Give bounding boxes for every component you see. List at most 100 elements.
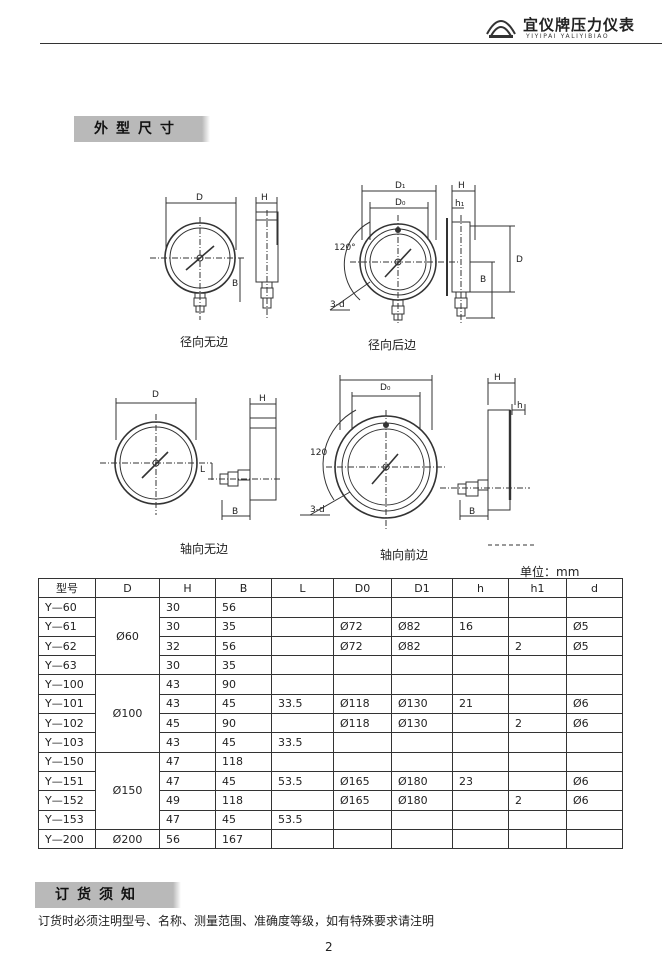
table-cell — [271, 828, 334, 850]
table-cell — [566, 751, 623, 772]
header-cell: d — [566, 577, 623, 599]
table-cell — [508, 828, 567, 850]
table-cell — [391, 732, 453, 753]
table-cell — [452, 751, 509, 772]
caption-radial-no-flange: 径向无边 — [180, 335, 229, 349]
table-cell: Ø180 — [391, 770, 453, 792]
brand-logo — [486, 20, 516, 38]
caption-axial-front-flange: 轴向前边 — [380, 548, 429, 562]
fig4-label-h: h — [517, 401, 523, 411]
table-cell: Ø6 — [566, 713, 623, 734]
fig2-label-holes: 3-d — [330, 300, 345, 310]
table-cell — [566, 828, 623, 850]
table-cell-model: Y—60 — [38, 597, 96, 618]
table-cell — [333, 674, 392, 695]
table-cell — [452, 732, 509, 753]
brand-name: 宜仪牌压力仪表 — [523, 16, 636, 34]
figure-axial-no-flange — [100, 398, 280, 520]
table-cell: 2 — [508, 790, 567, 811]
table-cell: 53.5 — [271, 809, 334, 830]
table-header-row: 型号 D H B L D0 D1 h h1 d — [38, 577, 623, 599]
table-cell — [508, 597, 567, 618]
table-cell — [508, 770, 567, 792]
table-cell-model: Y—150 — [38, 751, 96, 772]
table-cell: 56 — [215, 635, 272, 657]
table-cell: 30 — [159, 597, 216, 618]
section-title-order: 订货须知 — [35, 882, 181, 908]
table-cell — [508, 809, 567, 830]
header-cell: 型号 — [38, 577, 96, 599]
table-cell-model: Y—153 — [38, 809, 96, 830]
fig2-label-D: D — [516, 255, 523, 265]
fig2-label-D0: D₀ — [395, 198, 406, 208]
table-cell — [566, 597, 623, 618]
dimension-drawings: D H B D₁ D₀ H h₁ 120° 3-d B D D H L B D₀… — [100, 181, 535, 546]
table-cell: Ø165 — [333, 790, 392, 811]
table-cell-diameter: Ø200 — [95, 828, 160, 850]
table-cell: 45 — [215, 732, 272, 753]
table-cell — [271, 616, 334, 637]
table-cell — [566, 732, 623, 753]
table-cell — [452, 655, 509, 676]
table-cell-model: Y—61 — [38, 616, 96, 637]
caption-radial-back-flange: 径向后边 — [368, 338, 417, 352]
table-cell — [391, 597, 453, 618]
fig4-label-D0: D₀ — [380, 383, 391, 393]
table-cell: 30 — [159, 616, 216, 637]
table-cell — [508, 655, 567, 676]
table-cell: 47 — [159, 809, 216, 830]
table-cell-diameter: Ø60 — [95, 597, 160, 676]
table-cell: 33.5 — [271, 732, 334, 753]
header-rule — [40, 43, 662, 44]
table-cell — [391, 655, 453, 676]
table-cell — [452, 828, 509, 850]
header-cell: D — [95, 577, 160, 599]
table-cell-model: Y—101 — [38, 693, 96, 715]
table-cell-model: Y—63 — [38, 655, 96, 676]
fig2-label-angle: 120° — [334, 243, 356, 253]
table-cell: 47 — [159, 751, 216, 772]
page-number: 2 — [325, 940, 333, 954]
table-cell: 118 — [215, 790, 272, 811]
table-cell — [508, 732, 567, 753]
fig2-label-D1: D₁ — [395, 181, 406, 191]
table-cell — [391, 828, 453, 850]
table-cell: Ø82 — [391, 616, 453, 637]
section-title-outline: 外型尺寸 — [74, 116, 210, 142]
table-cell — [333, 597, 392, 618]
table-cell — [333, 828, 392, 850]
table-cell — [452, 635, 509, 657]
table-cell — [566, 655, 623, 676]
table-cell: 21 — [452, 693, 509, 715]
table-cell-model: Y—103 — [38, 732, 96, 753]
fig2-label-B: B — [480, 275, 486, 285]
table-cell — [452, 713, 509, 734]
table-cell: 45 — [215, 809, 272, 830]
order-note: 订货时必须注明型号、名称、测量范围、准确度等级，如有特殊要求请注明 — [38, 914, 435, 928]
table-cell — [452, 790, 509, 811]
table-cell-model: Y—152 — [38, 790, 96, 811]
table-cell: Ø118 — [333, 713, 392, 734]
table-cell — [271, 674, 334, 695]
table-cell: 33.5 — [271, 693, 334, 715]
table-cell — [508, 616, 567, 637]
table-cell: 35 — [215, 616, 272, 637]
table-cell: 45 — [159, 713, 216, 734]
table-cell: Ø6 — [566, 693, 623, 715]
fig3-label-B: B — [232, 507, 238, 517]
table-cell: 35 — [215, 655, 272, 676]
table-cell — [333, 751, 392, 772]
table-cell: Ø130 — [391, 713, 453, 734]
table-cell — [508, 674, 567, 695]
table-cell-model: Y—62 — [38, 635, 96, 657]
figure-radial-no-flange — [150, 197, 279, 320]
table-cell-model: Y—200 — [38, 828, 96, 850]
table-cell: Ø72 — [333, 616, 392, 637]
